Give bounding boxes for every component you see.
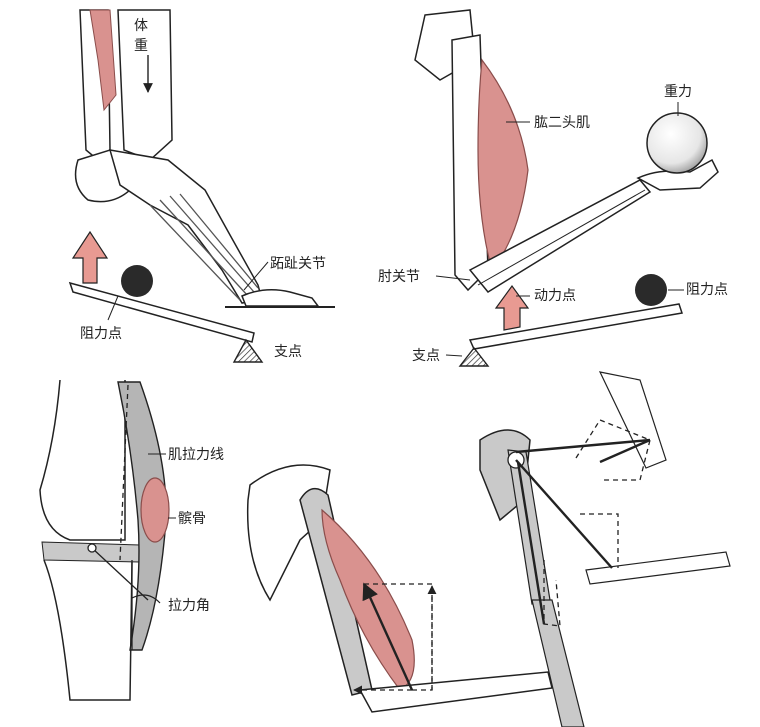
force-component-dashed bbox=[364, 583, 433, 691]
elbow-joint-label: 肘关节 bbox=[378, 269, 420, 285]
arm-humerus bbox=[299, 487, 373, 696]
elbow-resistance-point-label: 阻力点 bbox=[686, 282, 728, 298]
muscle-pull-line bbox=[119, 384, 129, 561]
foot-fulcrum-label: 支点 bbox=[274, 344, 302, 360]
power-point-label: 动力点 bbox=[534, 288, 576, 304]
arm-positions-panel bbox=[479, 371, 731, 727]
vector-lower bbox=[516, 461, 546, 625]
biceps-label: 肱二头肌 bbox=[534, 115, 590, 131]
calf-muscle bbox=[89, 9, 117, 112]
vector-lower-dashed bbox=[543, 560, 561, 627]
toe-bones bbox=[241, 289, 320, 307]
vector-upper-2 bbox=[599, 438, 651, 464]
patella-bone bbox=[140, 477, 170, 543]
forearm-bone-2 bbox=[477, 189, 646, 286]
body-weight-label-1: 体 bbox=[134, 18, 148, 34]
foot-force-arrow bbox=[71, 230, 109, 284]
gravity-ball bbox=[646, 112, 708, 174]
vector-middle-dashed bbox=[580, 513, 619, 568]
mtp-leader-line bbox=[243, 261, 269, 291]
pos-raised-forearm bbox=[598, 371, 667, 469]
biceps-force-vector bbox=[362, 582, 414, 691]
femur-outline bbox=[39, 379, 126, 541]
elbow-resistance-ball bbox=[635, 274, 667, 306]
elbow-fulcrum-leader bbox=[445, 354, 463, 357]
foot-panel: 体 重 跖趾关节 阻力点 支点 bbox=[68, 9, 335, 363]
pull-angle-label: 拉力角 bbox=[168, 598, 210, 614]
tendon-strands bbox=[149, 193, 259, 301]
body-weight-label-2: 重 bbox=[134, 38, 148, 54]
pos-horizontal-forearm bbox=[585, 551, 731, 585]
elbow-fulcrum-triangle bbox=[458, 346, 490, 367]
knee-panel: 肌拉力线 髌骨 拉力角 bbox=[39, 379, 224, 701]
arm-forearm bbox=[358, 671, 553, 713]
foot-fulcrum-triangle bbox=[232, 338, 264, 363]
vector-upper-dashed bbox=[575, 419, 651, 481]
vector-middle bbox=[515, 459, 613, 569]
arm-vector-panel bbox=[246, 464, 553, 713]
elbow-joint-leader bbox=[435, 275, 471, 281]
tendon-pull-line bbox=[91, 547, 149, 601]
elbow-fulcrum-label: 支点 bbox=[412, 348, 440, 364]
foot-resistance-leader bbox=[107, 295, 119, 321]
elbow-lever-panel: 重力 肱二头肌 肘关节 动力点 阻力点 支点 bbox=[378, 9, 728, 367]
elbow-lever-bar bbox=[468, 303, 683, 350]
foot-resistance-point-label: 阻力点 bbox=[80, 326, 122, 342]
pos-lower-forearm bbox=[531, 599, 585, 727]
patella-label: 髌骨 bbox=[178, 511, 206, 527]
muscle-pull-line-label: 肌拉力线 bbox=[168, 447, 224, 463]
foot-resistance-ball bbox=[121, 265, 153, 297]
power-arrow bbox=[494, 284, 530, 331]
mtp-joint-label: 跖趾关节 bbox=[270, 256, 326, 272]
knee-pivot-dot bbox=[87, 543, 97, 553]
biceps-muscle bbox=[477, 58, 529, 272]
pull-angle-arc bbox=[131, 594, 161, 604]
tibia-outline bbox=[43, 559, 133, 701]
foot-lever-bar bbox=[68, 281, 255, 343]
gravity-label: 重力 bbox=[664, 84, 692, 100]
